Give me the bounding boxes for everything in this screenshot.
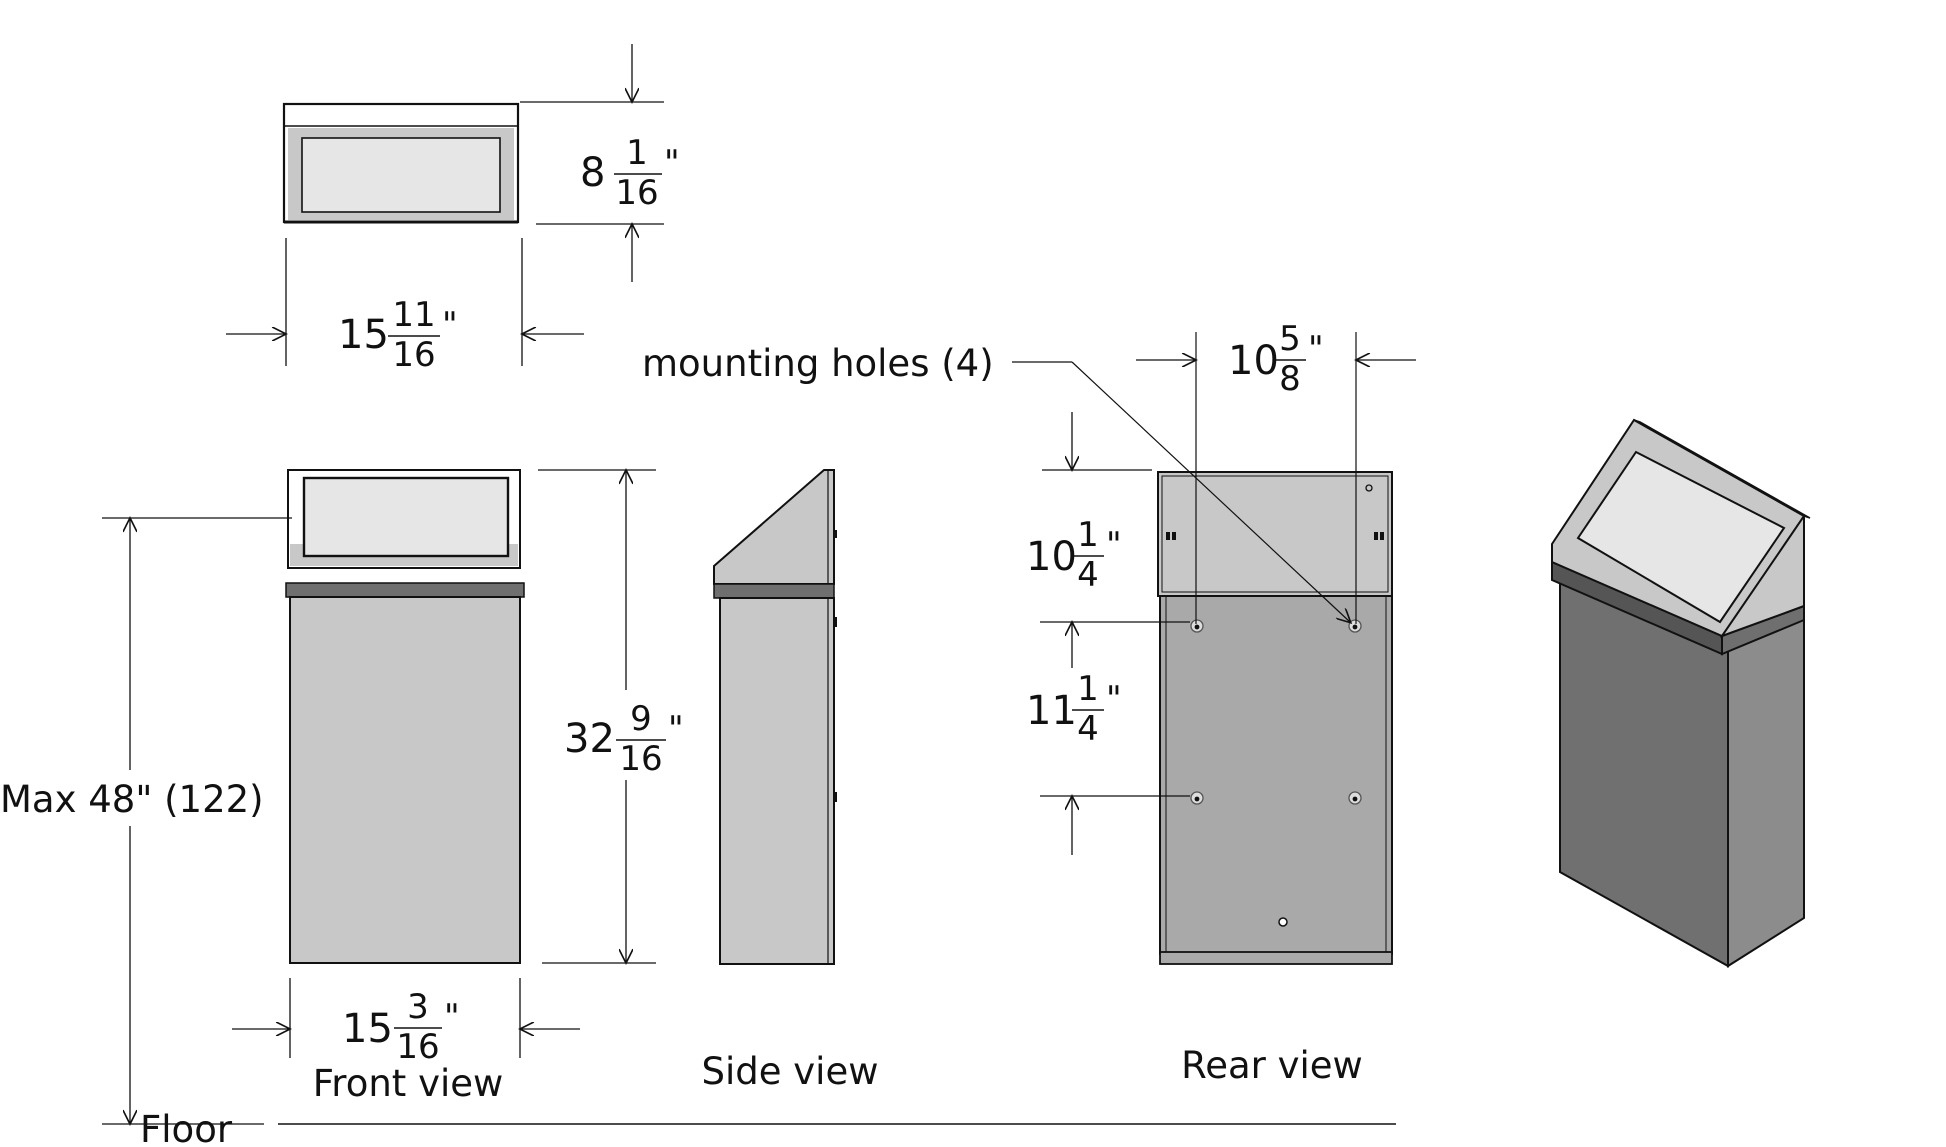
mounting-callout-leader	[1012, 361, 1350, 622]
dim-whole: 15	[338, 312, 389, 358]
mounting-hole	[1190, 791, 1204, 805]
dim-numerator: 1	[1077, 515, 1099, 555]
dim-front-width: 15 3 16 "	[342, 987, 460, 1067]
mounting-hole	[1348, 619, 1362, 633]
dim-whole: 11	[1026, 688, 1077, 734]
dim-denominator: 16	[619, 739, 662, 779]
dim-whole: 10	[1026, 534, 1077, 580]
dim-numerator: 5	[1279, 319, 1301, 359]
dim-front-width-lines	[232, 978, 580, 1058]
dim-unit: "	[668, 709, 684, 749]
side-view	[713, 469, 837, 965]
mounting-hole	[1348, 791, 1362, 805]
dim-denominator: 16	[392, 335, 435, 375]
rear-view	[1157, 471, 1393, 965]
dim-max-height-lines	[102, 518, 292, 1124]
dim-rear-top-offset: 10 1 4 "	[1026, 515, 1122, 595]
dim-top-width-lines	[226, 238, 584, 366]
top-view	[282, 102, 520, 224]
side-view-caption: Side view	[702, 1050, 879, 1093]
mounting-hole	[1190, 619, 1204, 633]
iso-window	[1576, 450, 1786, 624]
isometric-view	[1551, 418, 1811, 968]
dim-numerator: 1	[1077, 669, 1099, 709]
dim-whole: 15	[342, 1006, 393, 1052]
max-height-label: Max 48" (122)	[0, 778, 264, 821]
rear-view-caption: Rear view	[1181, 1044, 1363, 1087]
dim-denominator: 8	[1279, 359, 1301, 399]
dim-denominator: 16	[396, 1027, 439, 1067]
dim-unit: "	[1308, 329, 1324, 369]
dim-whole: 32	[564, 716, 615, 762]
front-body	[289, 596, 521, 964]
dim-unit: "	[1106, 525, 1122, 565]
dim-rear-hole-vertical: 11 1 4 "	[1026, 669, 1122, 749]
dim-front-height: 32 9 16 "	[564, 699, 684, 779]
dim-top-depth: 8 1 16 "	[580, 133, 680, 213]
dim-unit: "	[1106, 679, 1122, 719]
dim-front-height-lines	[538, 470, 656, 963]
mounting-holes-callout: mounting holes (4)	[642, 342, 994, 385]
rear-body	[1159, 595, 1393, 955]
dim-unit: "	[444, 997, 460, 1037]
dim-denominator: 4	[1077, 555, 1099, 595]
dim-denominator: 4	[1077, 709, 1099, 749]
dim-rear-vertical-lines	[1040, 412, 1190, 855]
dim-whole: 8	[580, 150, 605, 196]
dim-unit: "	[664, 143, 680, 183]
dim-unit: "	[442, 305, 458, 345]
dim-rear-hole-spacing: 10 5 8 "	[1228, 319, 1324, 399]
front-window	[302, 476, 510, 558]
dim-numerator: 9	[630, 699, 652, 739]
dim-whole: 10	[1228, 338, 1279, 384]
dim-numerator: 1	[626, 133, 648, 173]
dim-top-depth-lines	[520, 44, 664, 282]
dim-numerator: 11	[392, 295, 435, 335]
front-band	[285, 582, 525, 598]
dim-numerator: 3	[407, 987, 429, 1027]
floor-label: Floor	[140, 1108, 233, 1147]
side-band	[713, 583, 835, 599]
dim-top-width: 15 11 16 "	[338, 295, 458, 375]
dim-denominator: 16	[615, 173, 658, 213]
top-view-window	[301, 137, 501, 213]
side-body	[719, 597, 835, 965]
front-view	[285, 469, 525, 964]
front-view-caption: Front view	[313, 1062, 504, 1105]
